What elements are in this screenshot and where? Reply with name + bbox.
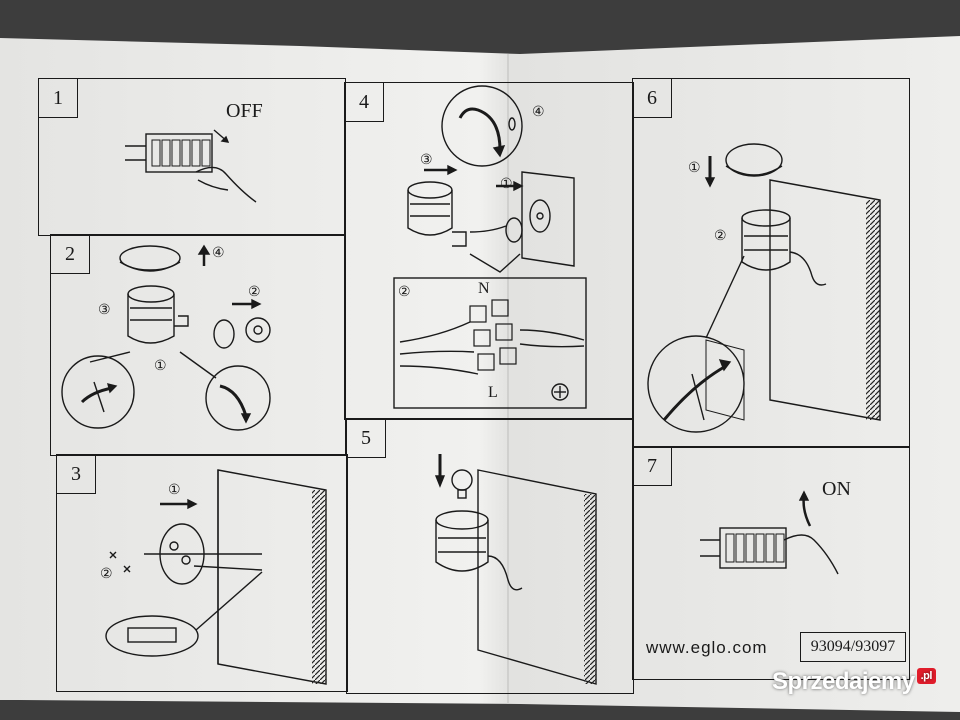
live-wire-label: L (488, 384, 498, 401)
step-marker-p4-4: ④ (532, 105, 545, 120)
step-marker-p4-3: ③ (420, 153, 433, 168)
model-number-box: 93094/93097 (800, 632, 906, 662)
watermark-text: Sprzedajemy (772, 668, 915, 695)
step-marker-p6-2: ② (714, 229, 727, 244)
step-marker-p3-2: ② (100, 567, 113, 582)
breaker-off-illustration (125, 129, 257, 203)
step-marker-p4-2: ② (398, 285, 411, 300)
panel-number-5: 5 (347, 419, 386, 458)
panel-5 (346, 418, 634, 694)
step-marker-p2-1: ① (154, 359, 167, 374)
breaker-on-illustration (700, 490, 839, 575)
on-label: ON (822, 478, 851, 500)
panel-number-1: 1 (39, 79, 78, 118)
manufacturer-url: www.eglo.com (646, 638, 768, 657)
watermark-logo: Sprzedajemy.pl (772, 668, 936, 696)
panel-3 (56, 454, 348, 692)
cap-install-illustration (647, 143, 881, 433)
wiring-illustration (393, 85, 587, 409)
panel-number-3: 3 (57, 455, 96, 494)
lamp-disassembly-illustration (61, 244, 271, 431)
panel-7 (632, 446, 910, 680)
step-marker-p2-4: ④ (212, 246, 225, 261)
neutral-wire-label: N (478, 280, 490, 297)
step-marker-p3-1: ① (168, 483, 181, 498)
step-marker-p4-1: ① (500, 177, 513, 192)
step-marker-p6-1: ① (688, 161, 701, 176)
model-number: 93094/93097 (810, 638, 896, 655)
step-marker-p2-2: ② (248, 285, 261, 300)
wall-mount-illustration (105, 469, 327, 685)
panel-number-4: 4 (345, 83, 384, 122)
bulb-install-illustration (434, 454, 597, 685)
panel-number-2: 2 (51, 235, 90, 274)
panel-2 (50, 234, 346, 456)
step-marker-p2-3: ③ (98, 303, 111, 318)
off-label: OFF (226, 100, 263, 122)
panel-4 (344, 82, 634, 420)
panel-number-7: 7 (633, 447, 672, 486)
panel-6 (632, 78, 910, 448)
panel-1 (38, 78, 346, 236)
watermark-badge: .pl (916, 668, 936, 684)
panel-number-6: 6 (633, 79, 672, 118)
